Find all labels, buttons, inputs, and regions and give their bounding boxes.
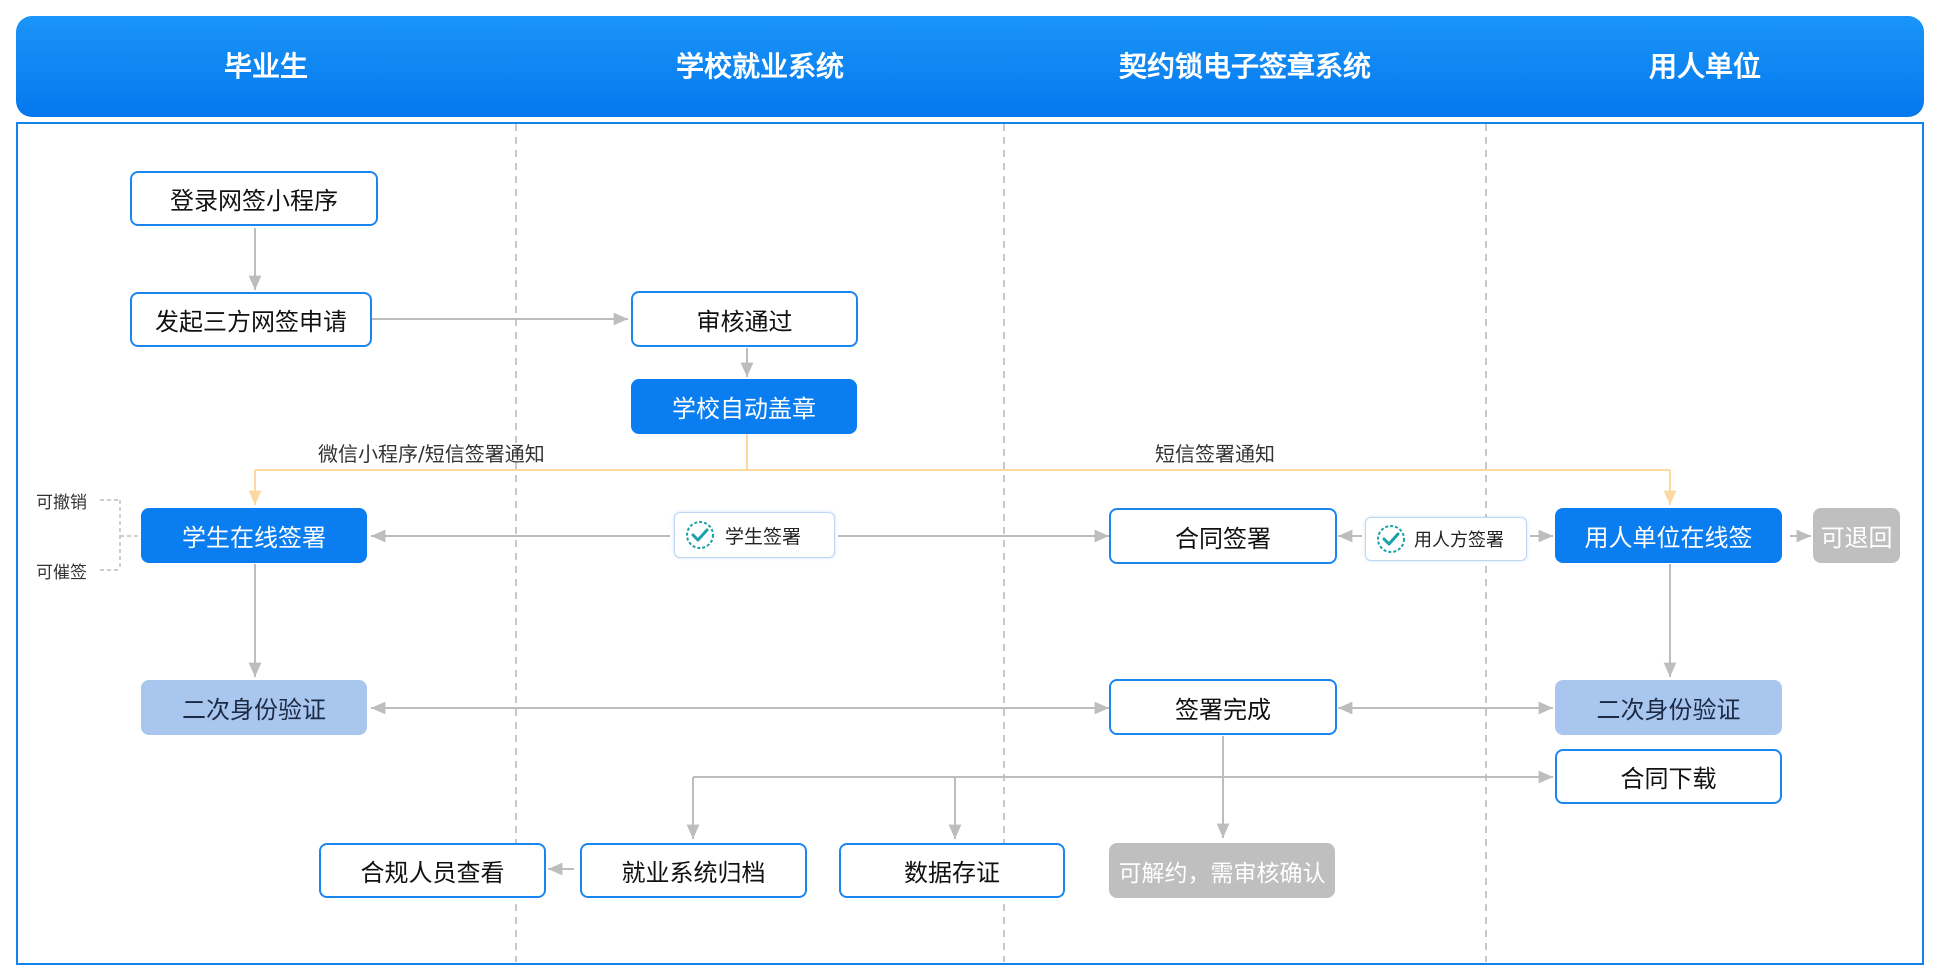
node-cancel-contract[interactable]: 可解约，需审核确认 (1109, 843, 1335, 898)
badge-student-sign[interactable]: 学生签署 (674, 512, 835, 558)
lane-header-employer: 用人单位 (1648, 50, 1761, 83)
node-student-sign-online[interactable]: 学生在线签署 (141, 508, 367, 563)
node-data-evidence[interactable]: 数据存证 (839, 843, 1065, 898)
node-contract-sign[interactable]: 合同签署 (1109, 508, 1337, 564)
node-sign-complete[interactable]: 签署完成 (1109, 679, 1337, 735)
lane-header-bar: 毕业生 学校就业系统 契约锁电子签章系统 用人单位 (16, 16, 1924, 117)
badge-employer-sign-label: 用人方签署 (1414, 530, 1504, 551)
node-login-miniapp[interactable]: 登录网签小程序 (130, 171, 378, 226)
node-compliance-view[interactable]: 合规人员查看 (319, 843, 546, 898)
check-circle-icon (1377, 525, 1405, 553)
label-notice-sms: 短信签署通知 (1155, 442, 1275, 466)
lane-header-esign-system: 契约锁电子签章系统 (1118, 50, 1371, 83)
node-can-return[interactable]: 可退回 (1813, 508, 1900, 563)
swimlane-board (16, 122, 1924, 965)
badge-employer-sign[interactable]: 用人方签署 (1365, 517, 1527, 561)
side-bracket (100, 499, 140, 571)
node-initiate-request[interactable]: 发起三方网签申请 (130, 292, 372, 347)
node-employer-second-auth[interactable]: 二次身份验证 (1555, 680, 1782, 735)
node-student-second-auth[interactable]: 二次身份验证 (141, 680, 367, 735)
node-school-auto-seal[interactable]: 学校自动盖章 (631, 379, 857, 434)
lane-header-graduate: 毕业生 (223, 50, 308, 83)
check-circle-icon (686, 521, 714, 549)
node-review-passed[interactable]: 审核通过 (631, 291, 858, 347)
label-can-remind: 可催签 (36, 563, 87, 583)
lane-header-school-system: 学校就业系统 (675, 50, 844, 83)
label-notice-wechat-sms: 微信小程序/短信签署通知 (318, 442, 545, 466)
node-system-archive[interactable]: 就业系统归档 (580, 843, 807, 898)
label-revocable: 可撤销 (36, 493, 87, 513)
node-employer-sign-online[interactable]: 用人单位在线签 (1555, 508, 1782, 563)
node-contract-download[interactable]: 合同下载 (1555, 749, 1782, 804)
badge-student-sign-label: 学生签署 (725, 525, 802, 548)
